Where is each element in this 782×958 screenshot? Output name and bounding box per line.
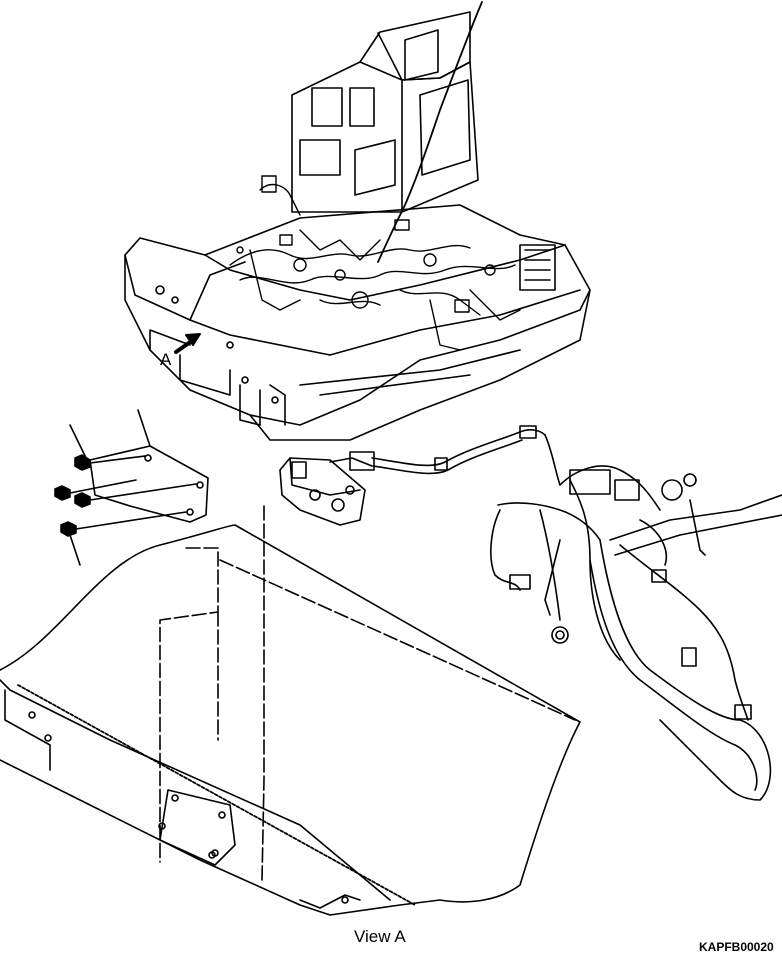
revolving-frame (124, 204, 591, 441)
mounting-bracket-assembly (54, 409, 209, 566)
operator-cab (291, 11, 479, 213)
leader-line (69, 534, 81, 566)
bolt-3 (74, 483, 197, 508)
switch-assembly (279, 451, 375, 526)
drawing-code: KAPFB00020 (699, 940, 774, 954)
bolt-2 (54, 479, 137, 501)
bracket-plate (89, 445, 209, 523)
leader-line (69, 424, 89, 463)
wiring-harness-detail (371, 425, 782, 801)
view-a-arrow (174, 333, 201, 354)
wiring-harness-overview (229, 175, 521, 351)
arrow-label-a: A (160, 350, 172, 369)
bolt-1 (74, 454, 146, 471)
bolt-4 (60, 511, 187, 537)
machine-frame-overview (124, 1, 591, 441)
view-caption: View A (354, 927, 406, 946)
antenna-wire (377, 1, 483, 263)
mounted-bracket (159, 789, 236, 866)
leader-line (137, 409, 151, 447)
frame-panel-view-a (0, 505, 581, 916)
